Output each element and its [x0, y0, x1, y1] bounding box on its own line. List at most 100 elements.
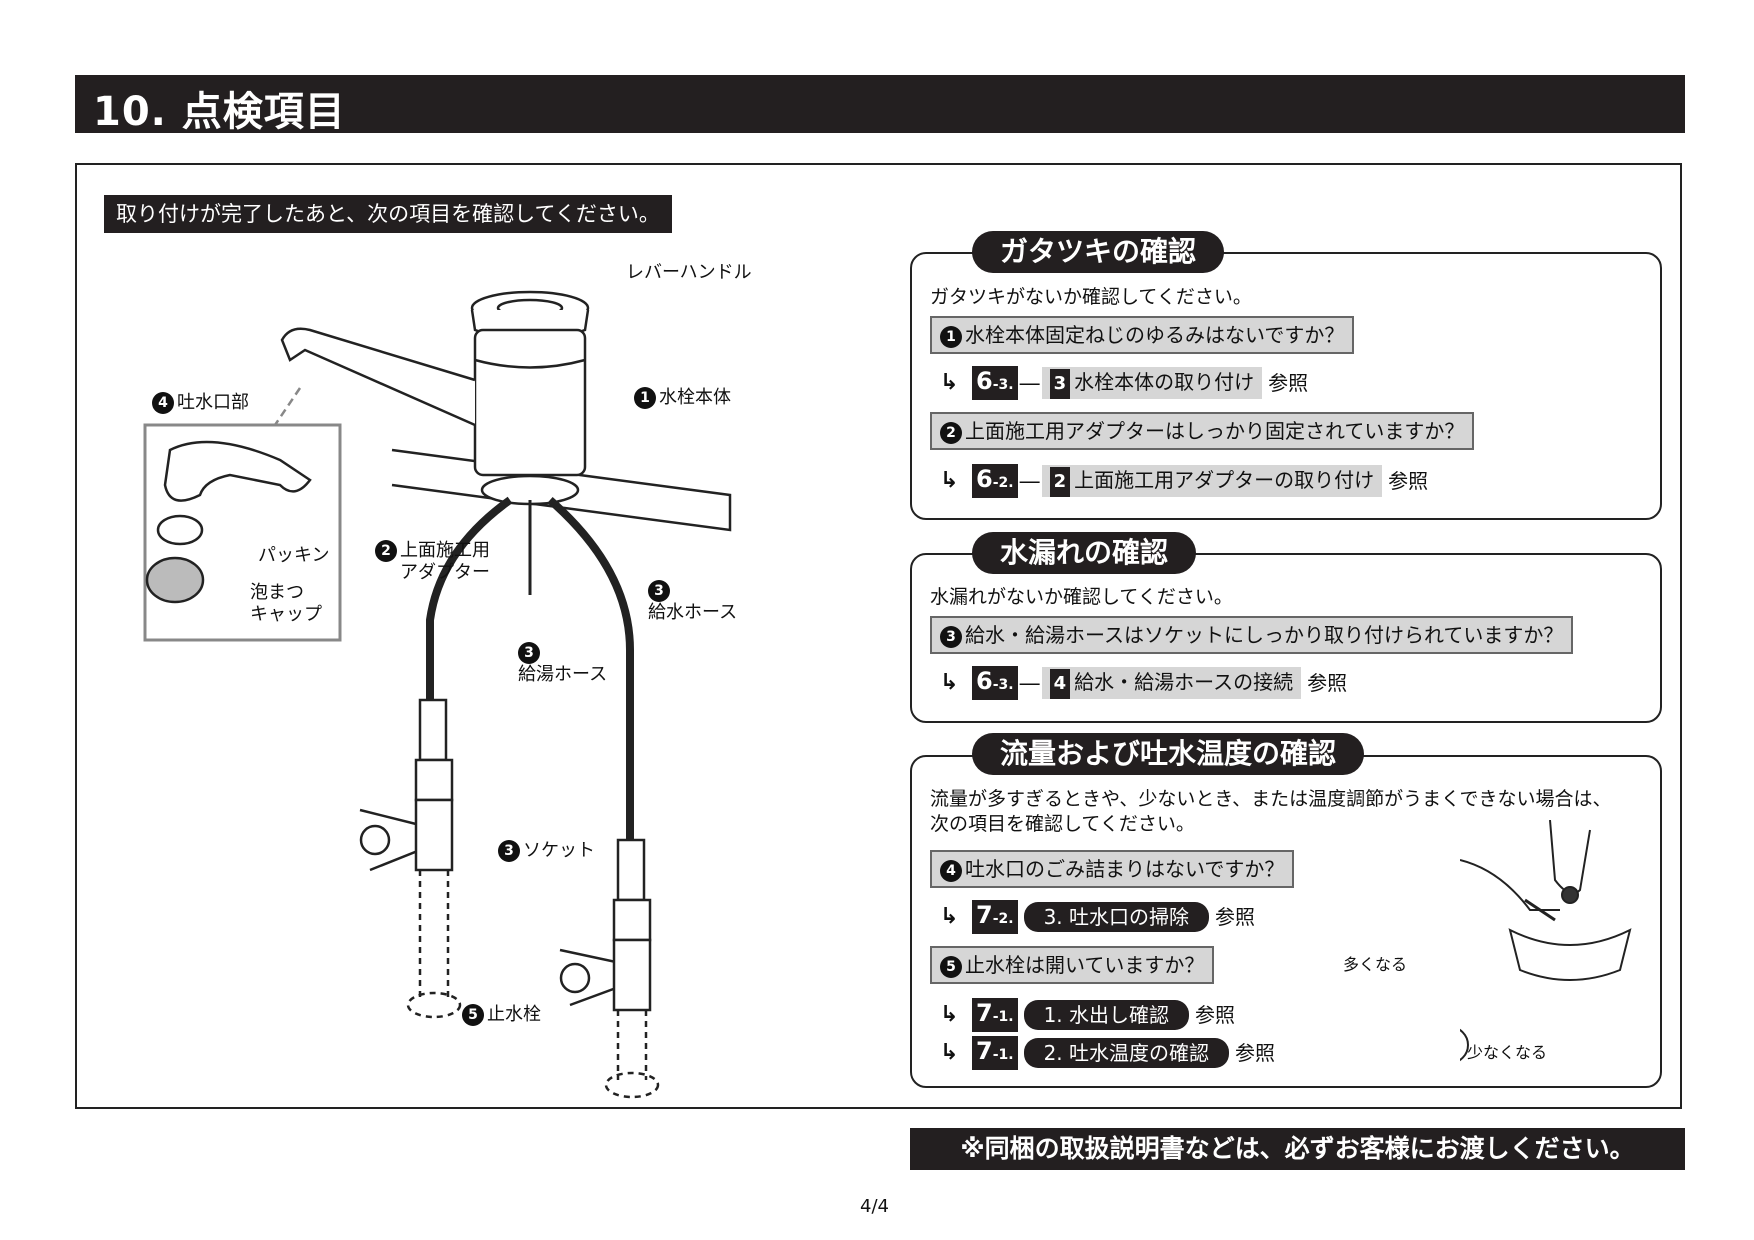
ref-3-title: 給水・給湯ホースの接続	[1074, 670, 1294, 695]
ref-5b-title: 2. 吐水温度の確認	[1023, 1038, 1230, 1068]
socket-num-badge: 3	[498, 840, 520, 862]
question-4-text: 吐水口のごみ詰まりはないですか？	[965, 857, 1285, 881]
ref-5a-chapter-sub: -1.	[992, 1009, 1014, 1025]
ref-2-chapter-sub: -2.	[992, 475, 1014, 491]
ref-3-chapter-sub: -3.	[992, 677, 1014, 693]
handover-note: ※同梱の取扱説明書などは、必ずお客様にお渡しください。	[910, 1128, 1685, 1170]
content-frame	[75, 163, 1682, 1109]
ref-1-title: 水栓本体の取り付け	[1074, 370, 1255, 395]
ref-arrow-icon: ↳	[940, 670, 959, 695]
ref-3-chapter: 6-3.	[972, 666, 1018, 700]
ref-1-dash: ―	[1019, 371, 1040, 395]
ref-2-chapter: 6-2.	[972, 464, 1018, 498]
more-label: 多くなる	[1343, 955, 1408, 974]
question-3-num: 3	[940, 625, 962, 648]
ref-5b: ↳7-1.2. 吐水温度の確認参照	[940, 1036, 1275, 1070]
ref-2-chapter-main: 6	[976, 465, 993, 493]
cold-hose-line	[547, 496, 634, 840]
stop-valve-num-badge: 5	[462, 1004, 484, 1026]
question-2-text: 上面施工用アダプターはしっかり固定されていますか？	[965, 419, 1465, 443]
section-leak-text: 水漏れがないか確認してください。	[930, 586, 1233, 608]
cleaning-illustration	[1460, 820, 1632, 1062]
section-wobble-title: ガタツキの確認	[972, 231, 1225, 273]
packing-label: パッキン	[258, 545, 330, 566]
socket-label-text: ソケット	[523, 840, 595, 861]
ref-1-see: 参照	[1268, 371, 1309, 395]
adapter-label-text: 上面施工用 アダプター	[400, 540, 490, 583]
section-flow-title: 流量および吐水温度の確認	[972, 733, 1365, 775]
ref-arrow-icon: ↳	[940, 1002, 959, 1027]
question-1-text: 水栓本体固定ねじのゆるみはないですか？	[965, 323, 1345, 347]
question-1-num: 1	[940, 325, 962, 348]
faucet-diagram	[143, 290, 732, 1099]
ref-2-title: 上面施工用アダプターの取り付け	[1074, 468, 1375, 493]
ref-3-see: 参照	[1307, 671, 1348, 695]
section-flow-text2: 次の項目を確認してください。	[930, 813, 1195, 835]
ref-2-index: 2	[1049, 466, 1071, 497]
ref-5a-title: 1. 水出し確認	[1023, 1000, 1190, 1030]
ref-4-title: 3. 吐水口の掃除	[1023, 902, 1210, 932]
page-title: 10. 点検項目	[93, 89, 346, 135]
ref-4-chapter-sub: -2.	[992, 911, 1014, 927]
ref-5a: ↳7-1.1. 水出し確認参照	[940, 998, 1235, 1032]
hot-hose-num-badge: 3	[518, 642, 540, 664]
ref-3-index: 4	[1049, 668, 1071, 699]
ref-5b-chapter-main: 7	[976, 1037, 993, 1065]
question-4-num: 4	[940, 859, 962, 882]
ref-4-see: 参照	[1215, 905, 1256, 929]
stop-valve-label-text: 止水栓	[487, 1004, 541, 1025]
hot-hose-line	[426, 496, 513, 700]
ref-arrow-icon: ↳	[940, 370, 959, 395]
ref-3-dash: ―	[1019, 671, 1040, 695]
spout-label-text: 吐水口部	[177, 392, 249, 413]
ref-2-dash: ―	[1019, 469, 1040, 493]
section-leak	[910, 553, 1662, 723]
lever-label: レバーハンドル	[626, 262, 752, 283]
ref-arrow-icon: ↳	[940, 468, 959, 493]
ref-4-chapter-main: 7	[976, 901, 993, 929]
ref-4: ↳7-2.3. 吐水口の掃除参照	[940, 900, 1256, 934]
faucet-body	[473, 328, 587, 477]
ref-1-index: 3	[1049, 368, 1071, 399]
intro-banner: 取り付けが完了したあと、次の項目を確認してください。	[104, 195, 672, 233]
ref-3-chapter-main: 6	[976, 667, 993, 695]
ref-5b-chapter-sub: -1.	[992, 1047, 1014, 1063]
adapter-num-badge: 2	[375, 540, 397, 562]
ref-1-chapter-main: 6	[976, 367, 993, 395]
body-num-badge: 1	[634, 387, 656, 409]
question-5-text: 止水栓は開いていますか？	[965, 953, 1205, 977]
section-flow-text: 流量が多すぎるときや、少ないとき、または温度調節がうまくできない場合は、	[930, 788, 1612, 810]
section-wobble	[910, 252, 1662, 520]
ref-5a-chapter-main: 7	[976, 999, 993, 1027]
question-5-num: 5	[940, 955, 962, 978]
title-bar: 10. 点検項目	[75, 75, 1685, 135]
valve-knob	[1460, 1028, 1469, 1062]
cold-hose-label-text: 給水ホース	[648, 602, 738, 623]
cold-hose-num-badge: 3	[648, 580, 670, 602]
ref-5a-chapter: 7-1.	[972, 998, 1018, 1032]
ref-arrow-icon: ↳	[940, 1040, 959, 1065]
ref-1-chapter: 6-3.	[972, 366, 1018, 400]
ref-2-see: 参照	[1388, 469, 1429, 493]
bowl	[1508, 928, 1632, 981]
ref-arrow-icon: ↳	[940, 904, 959, 929]
ref-4-chapter: 7-2.	[972, 900, 1018, 934]
less-label: 少なくなる	[1467, 1043, 1548, 1062]
question-2-num: 2	[940, 421, 962, 444]
hot-hose-label-text: 給湯ホース	[518, 664, 608, 685]
spout-num-badge: 4	[152, 392, 174, 414]
